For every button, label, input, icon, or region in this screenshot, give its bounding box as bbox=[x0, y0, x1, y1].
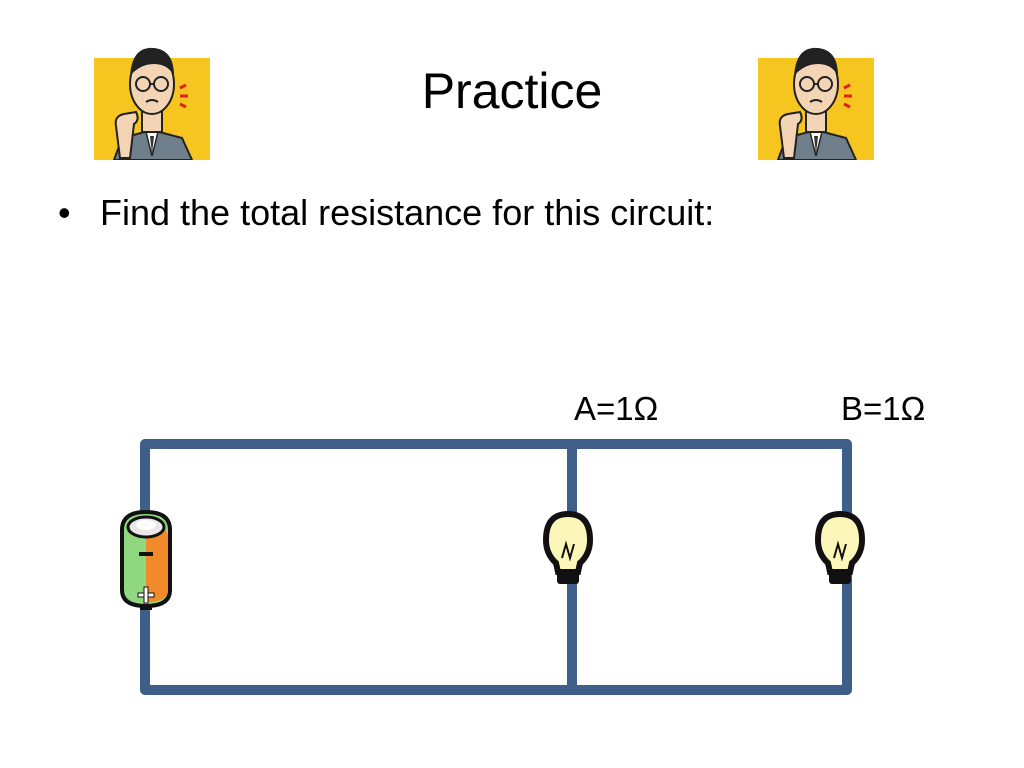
bulb-a-light-bulb-icon bbox=[542, 510, 594, 584]
resistor-a-label: A=1Ω bbox=[574, 390, 659, 427]
battery-icon bbox=[120, 509, 172, 610]
bullet-symbol: • bbox=[58, 192, 71, 233]
bullet-text: Find the total resistance for this circu… bbox=[100, 192, 715, 233]
thinking-man-icon bbox=[94, 47, 210, 160]
circuit-outer-loop bbox=[140, 439, 852, 695]
bullet-item: • Find the total resistance for this circ… bbox=[58, 192, 714, 234]
resistor-b-label: B=1Ω bbox=[841, 390, 926, 427]
slide-title: Practice bbox=[421, 63, 603, 119]
thinking-man-icon bbox=[758, 47, 874, 160]
bulb-b-light-bulb-icon bbox=[814, 510, 866, 584]
